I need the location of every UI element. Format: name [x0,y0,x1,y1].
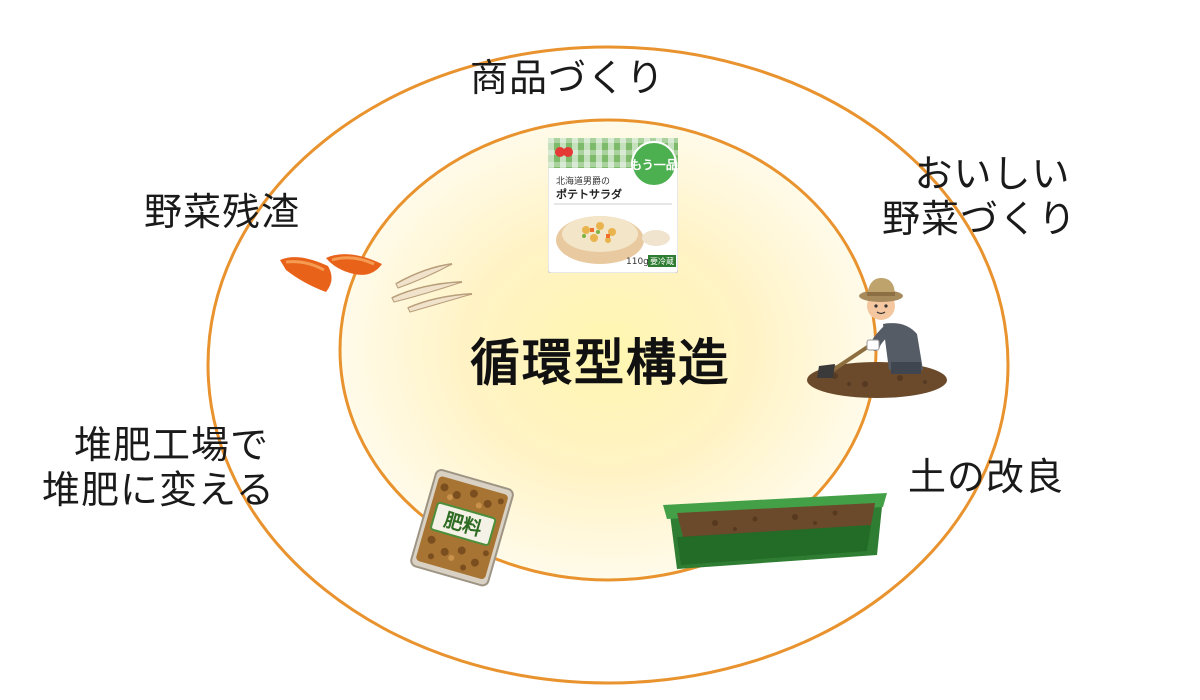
package-badge-text: もう一品 [630,158,678,172]
cycle-title: 循環型構造 [470,334,730,392]
stage-label-soil: 土の改良 [908,455,1065,499]
package-badge [631,141,677,187]
fertilizer-bag-illustration: 肥料 [410,469,514,587]
stage-label-compost-line2: 堆肥に変える [42,467,275,512]
potato-salad-package-illustration: もう一品 北海道男爵の ポテトサラダ 110g 要冷蔵 [548,138,678,273]
stage-label-compost: 堆肥工場で 堆肥に変える [42,423,275,513]
stage-label-vegetable-line1: おいしい [914,152,1071,196]
vegetable-residue-illustration [280,254,473,313]
package-name-line1: 北海道男爵の [556,175,610,187]
package-storage: 要冷蔵 [650,256,674,266]
stage-label-compost-line1: 堆肥工場で [74,423,270,467]
package-name-line2: ポテトサラダ [556,187,622,201]
outer-ring [206,45,1010,685]
stage-label-residue: 野菜残渣 [144,190,301,234]
stage-label-product: 商品づくり [470,56,666,100]
stage-label-vegetable-line2: 野菜づくり [882,196,1078,241]
package-weight: 110g [626,257,649,267]
farmer-hoeing-illustration [807,278,947,398]
stage-label-vegetable: おいしい 野菜づくり [882,152,1077,242]
soil-tray-illustration [663,493,887,569]
